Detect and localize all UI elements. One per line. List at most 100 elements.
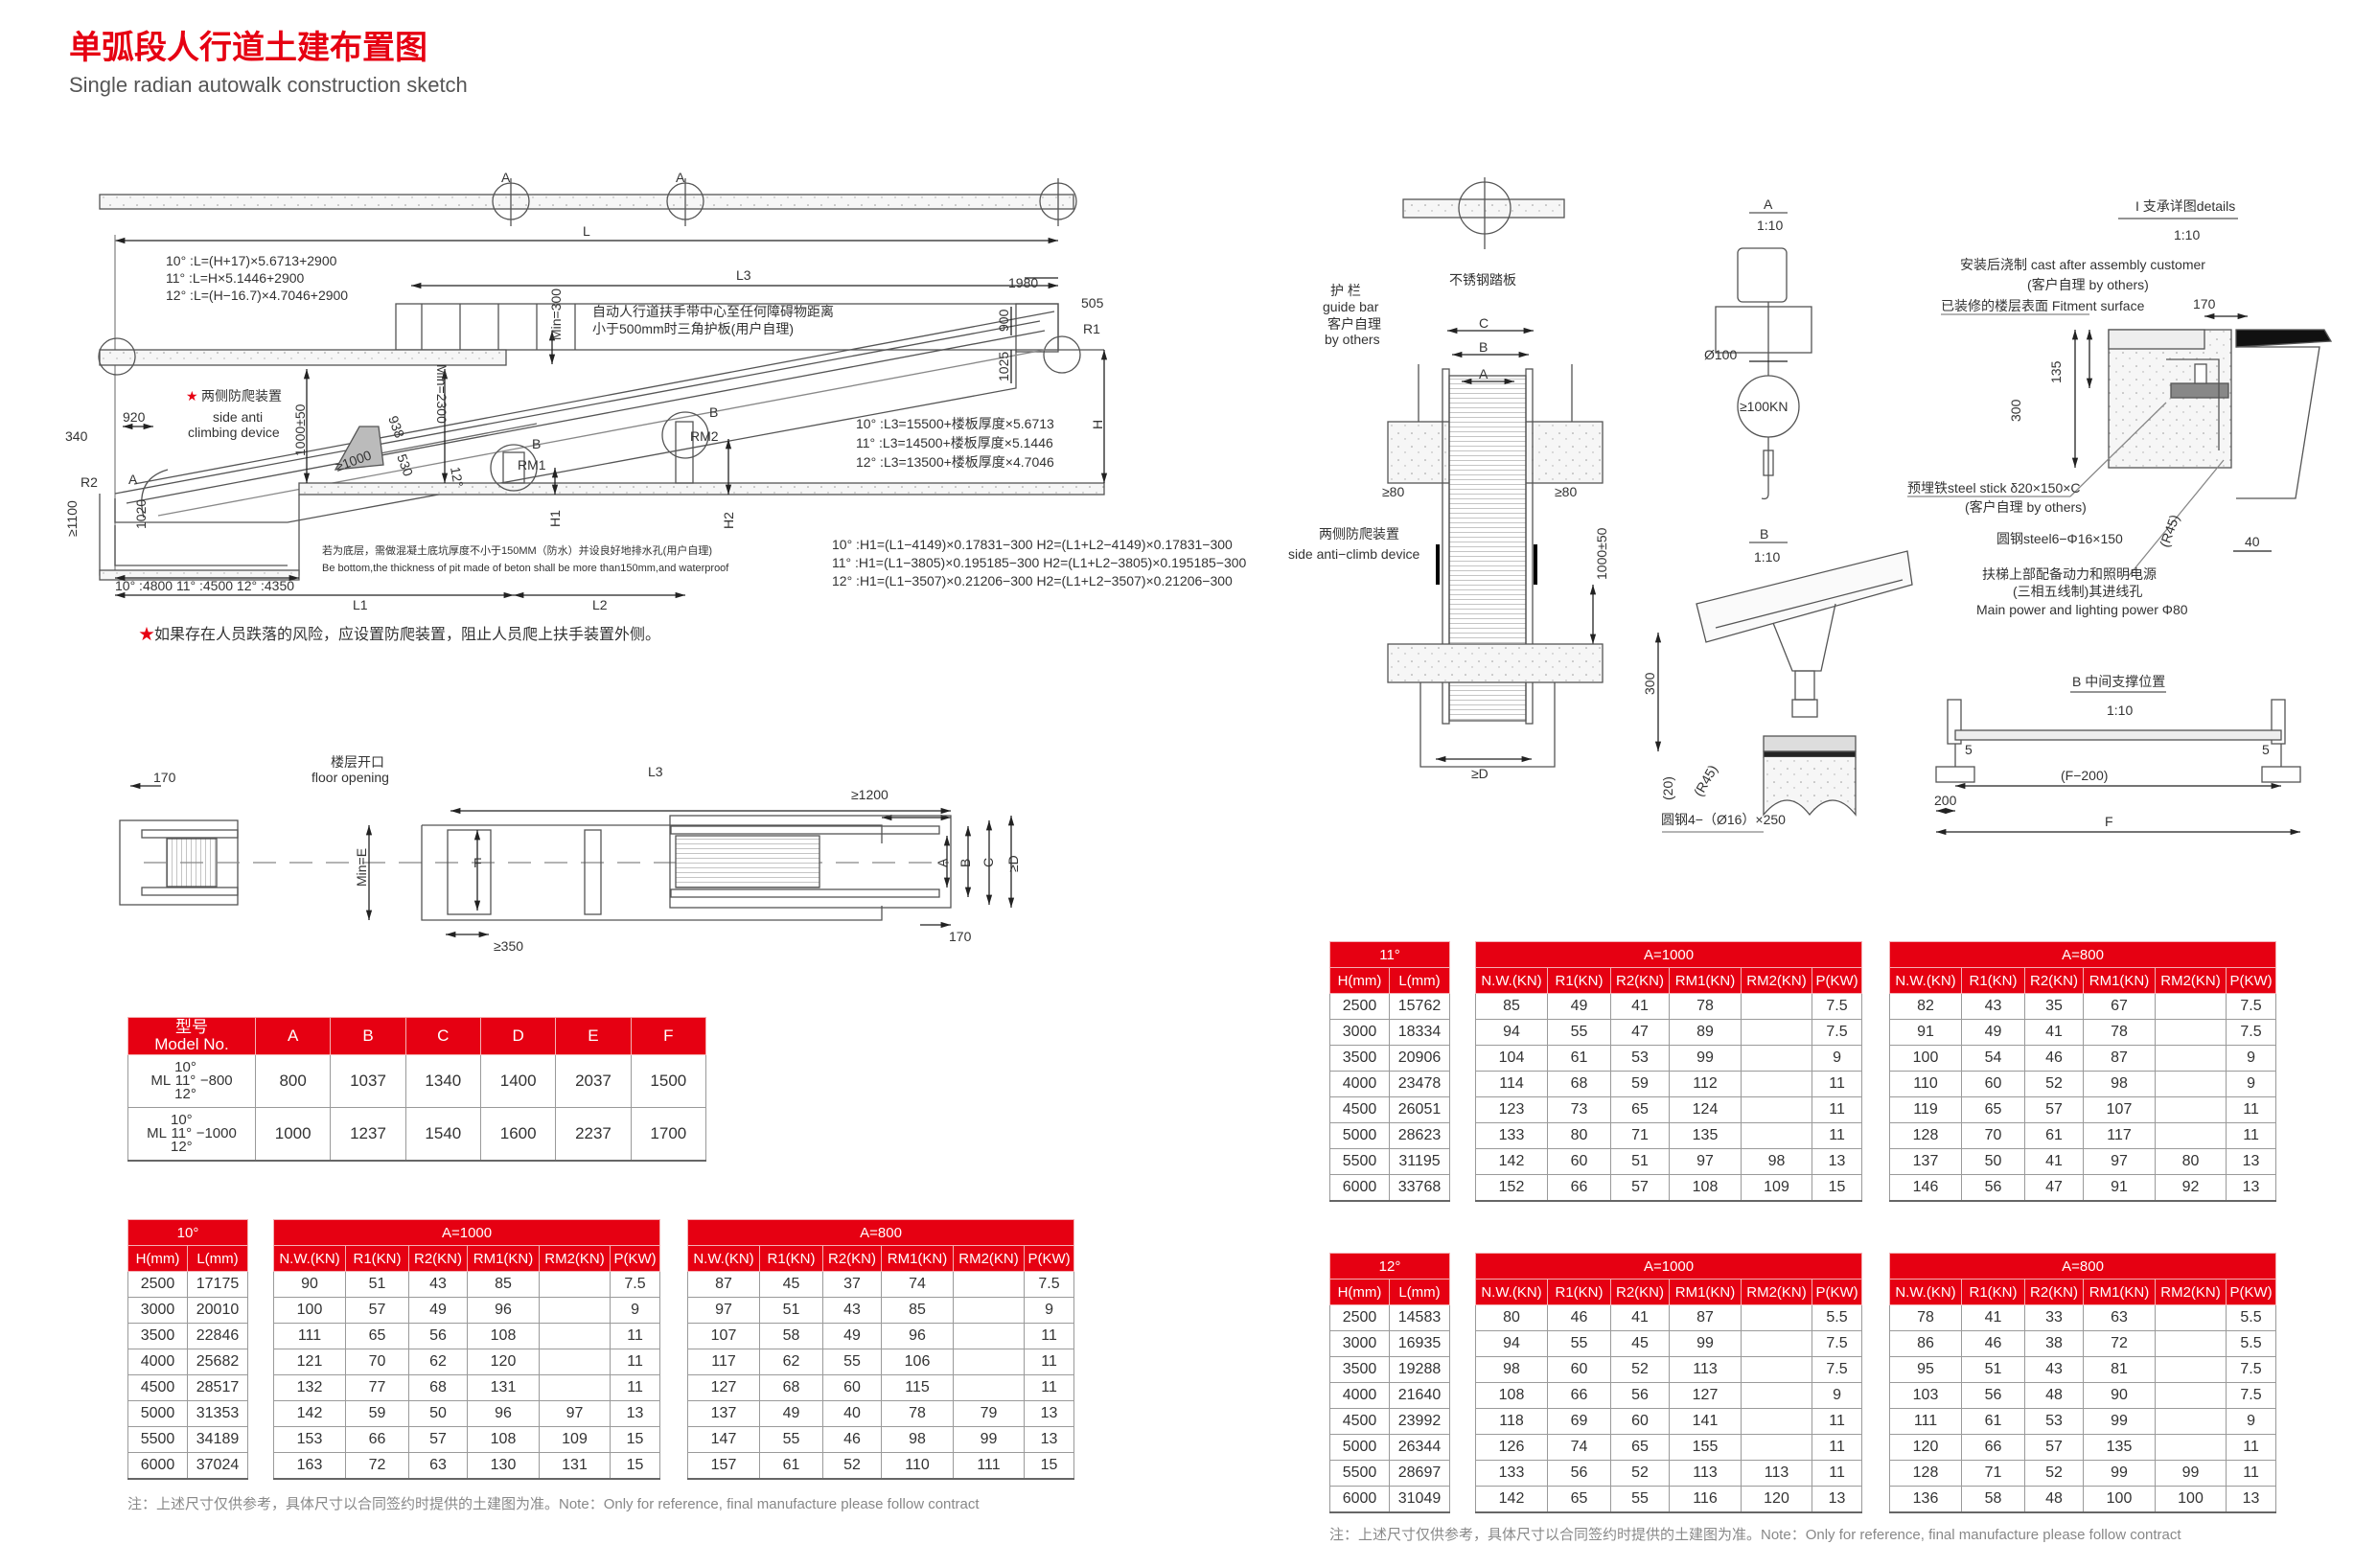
dim-C: C <box>1479 315 1489 331</box>
table-cell <box>1741 1330 1812 1357</box>
dim-B: B <box>1479 339 1488 355</box>
r45-label: (R45) <box>2157 513 2182 549</box>
table-cell <box>1741 1408 1812 1435</box>
table-cell: 3000 <box>127 1297 188 1324</box>
table-cell <box>1741 1096 1812 1123</box>
power-label-3: Main power and lighting power Φ80 <box>1976 602 2188 617</box>
dim-A: A <box>935 858 950 867</box>
table-cell: 57 <box>2024 1434 2084 1461</box>
dim-80-left: ≥80 <box>1382 484 1404 499</box>
dim-D: ≥D <box>1471 766 1489 781</box>
table-cell: 100 <box>2155 1486 2227 1513</box>
table-cell: 13 <box>1023 1426 1075 1453</box>
table-cell: 163 <box>273 1452 346 1480</box>
table-cell: 96 <box>467 1400 540 1427</box>
col-header: F <box>630 1017 707 1055</box>
table-cell: 66 <box>1547 1174 1611 1202</box>
label-R1: R1 <box>1083 321 1100 336</box>
table-cell: 55 <box>759 1426 823 1453</box>
mid-support-labels: B 中间支撑位置 1:10 5 5 (F−200) 200 F <box>1934 674 2270 829</box>
table-cell: 56 <box>1961 1382 2025 1409</box>
dim-1020: 1020 <box>133 499 149 529</box>
table-cell: 56 <box>1961 1174 2025 1202</box>
table-cell: 28623 <box>1388 1122 1451 1149</box>
table-cell: 9 <box>2225 1408 2277 1435</box>
table-cell: 61 <box>759 1452 823 1480</box>
table-cell: 65 <box>1547 1486 1611 1513</box>
table-cell: 20906 <box>1388 1045 1451 1072</box>
col-header: RM1(KN) <box>467 1245 540 1272</box>
table-cell: 118 <box>1475 1408 1548 1435</box>
table-cell: 7.5 <box>1811 1356 1863 1383</box>
table-cell <box>1741 1356 1812 1383</box>
table-cell: 116 <box>1669 1486 1742 1513</box>
table-cell: 60 <box>1961 1071 2025 1097</box>
dim-C: C <box>981 858 996 867</box>
handrail-incline <box>114 311 1055 519</box>
model-value: 800 <box>254 1054 332 1108</box>
table-cell <box>1741 1045 1812 1072</box>
load-label: ≥100KN <box>1740 399 1789 414</box>
model-value: 1600 <box>479 1107 557 1162</box>
col-header: RM1(KN) <box>2083 967 2156 994</box>
table-cell: 91 <box>2083 1174 2156 1202</box>
table-cell: 87 <box>1669 1304 1742 1331</box>
table-cell: 45 <box>1610 1330 1670 1357</box>
table-cell: 50 <box>1961 1148 2025 1175</box>
steel-stick-label: 预埋铁steel stick δ20×150×C <box>1907 480 2081 496</box>
dim-20: (20) <box>1660 776 1675 800</box>
col-header: P(KW) <box>2225 1279 2277 1305</box>
col-header: D <box>479 1017 557 1055</box>
table-cell: 5.5 <box>1811 1304 1863 1331</box>
dim-530: 530 <box>394 452 416 479</box>
table-cell: 3000 <box>1329 1019 1390 1046</box>
table-cell: 37 <box>822 1271 882 1298</box>
table-cell: 50 <box>408 1400 468 1427</box>
table-cell <box>1741 1019 1812 1046</box>
table-cell: 49 <box>1547 993 1611 1020</box>
dim-B: B <box>958 859 973 867</box>
table-cell: 65 <box>345 1323 409 1349</box>
table-cell: 5500 <box>1329 1148 1390 1175</box>
table-cell: 66 <box>345 1426 409 1453</box>
table-cell: 123 <box>1475 1096 1548 1123</box>
table-cell <box>2155 1356 2227 1383</box>
table-cell: 11 <box>1023 1323 1075 1349</box>
model-prefix: ML <box>150 1072 172 1089</box>
star-icon: ★ <box>139 627 155 643</box>
table-cell: 56 <box>1610 1382 1670 1409</box>
table-cell: 98 <box>2083 1071 2156 1097</box>
angle-header: 12° <box>1329 1253 1450 1280</box>
table-cell: 4500 <box>1329 1096 1390 1123</box>
table-cell: 108 <box>467 1323 540 1349</box>
table-cell: 22846 <box>187 1323 248 1349</box>
dim-L3: L3 <box>648 764 663 779</box>
table-cell: 48 <box>2024 1486 2084 1513</box>
table-cell: 11 <box>1023 1374 1075 1401</box>
note-cn-1: 自动人行道扶手带中心至任何障碍物距离 <box>592 304 834 319</box>
table-cell: 72 <box>345 1452 409 1480</box>
table-cell: 97 <box>539 1400 611 1427</box>
table-cell: 7.5 <box>2225 993 2277 1020</box>
table-cell: 2500 <box>1329 993 1390 1020</box>
table-cell: 85 <box>1475 993 1548 1020</box>
table-cell: 87 <box>687 1271 760 1298</box>
table-cell: 11 <box>1811 1096 1863 1123</box>
table-cell: 25682 <box>187 1349 248 1375</box>
detail-a-title: A <box>1764 196 1773 212</box>
upper-slab <box>99 194 1074 210</box>
table-cell: 112 <box>1669 1071 1742 1097</box>
